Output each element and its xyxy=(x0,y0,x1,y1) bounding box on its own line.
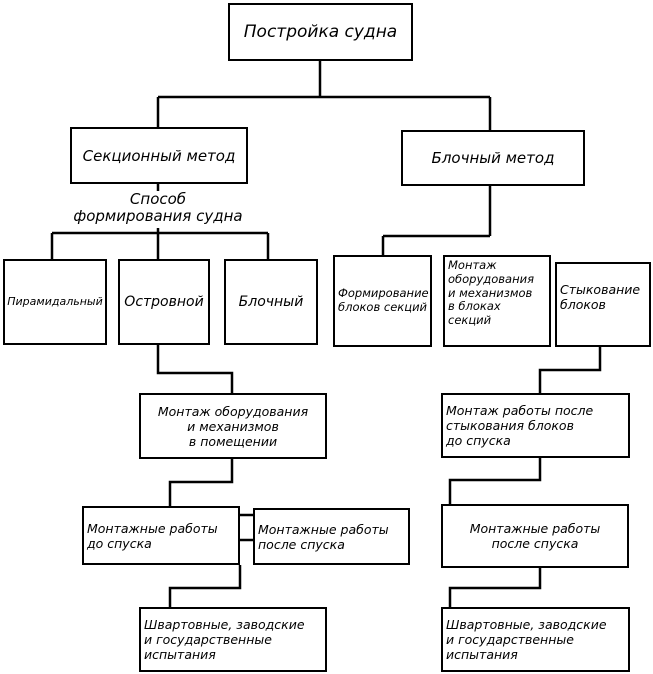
sect-block-box: Блочный xyxy=(224,259,318,345)
install-label: Монтаж оборудования и механизмов в помещ… xyxy=(157,403,309,449)
connector-joining-down xyxy=(538,347,602,393)
section-method-label: Секционный метод xyxy=(82,146,236,165)
before-launch-box: Монтажные работы до спуска xyxy=(82,506,240,565)
pyramid-label: Пирамидальный xyxy=(7,295,103,309)
section-method-box: Секционный метод xyxy=(70,127,248,184)
connector-install-down xyxy=(168,458,234,508)
after-launch-left-label: Монтажные работы после спуска xyxy=(258,521,389,552)
before-launch-label: Монтажные работы до спуска xyxy=(87,520,218,551)
island-box: Островной xyxy=(118,259,210,345)
after-join-box: Монтаж работы после стыкования блоков до… xyxy=(441,393,630,458)
island-label: Островной xyxy=(124,293,204,310)
formation-label: Способ формирования судна xyxy=(62,190,254,226)
tests-right-label: Швартовные, заводские и государственные … xyxy=(446,617,607,662)
after-launch-left-box: Монтажные работы после спуска xyxy=(253,508,410,565)
after-launch-right-label: Монтажные работы после спуска xyxy=(469,521,601,551)
sect-block-label: Блочный xyxy=(238,293,304,310)
root-title: Постройка судна xyxy=(243,21,398,42)
after-launch-right-box: Монтажные работы после спуска xyxy=(441,504,629,568)
pyramid-box: Пирамидальный xyxy=(3,259,107,345)
connector-afterlaunch-down xyxy=(448,567,542,608)
tests-left-box: Швартовные, заводские и государственные … xyxy=(139,607,327,672)
connector-island-install xyxy=(156,345,234,393)
tests-right-box: Швартовные, заводские и государственные … xyxy=(441,607,630,672)
root-box: Постройка судна xyxy=(228,3,413,61)
install-box: Монтаж оборудования и механизмов в помещ… xyxy=(139,393,327,459)
block-method-label: Блочный метод xyxy=(431,149,555,167)
forming-label: Формирование блоков секций xyxy=(338,286,429,314)
tests-left-label: Швартовные, заводские и государственные … xyxy=(144,617,305,662)
mounting-label: Монтаж оборудования и механизмов в блока… xyxy=(448,258,534,328)
forming-box: Формирование блоков секций xyxy=(333,255,432,347)
connector-to-tests-left xyxy=(168,565,242,608)
joining-label: Стыкование блоков xyxy=(560,282,641,312)
block-method-box: Блочный метод xyxy=(401,130,585,186)
connector-afterjoin-down xyxy=(448,458,542,505)
after-join-label: Монтаж работы после стыкования блоков до… xyxy=(446,403,594,448)
joining-box: Стыкование блоков xyxy=(555,262,651,347)
mounting-box: Монтаж оборудования и механизмов в блока… xyxy=(443,255,551,347)
